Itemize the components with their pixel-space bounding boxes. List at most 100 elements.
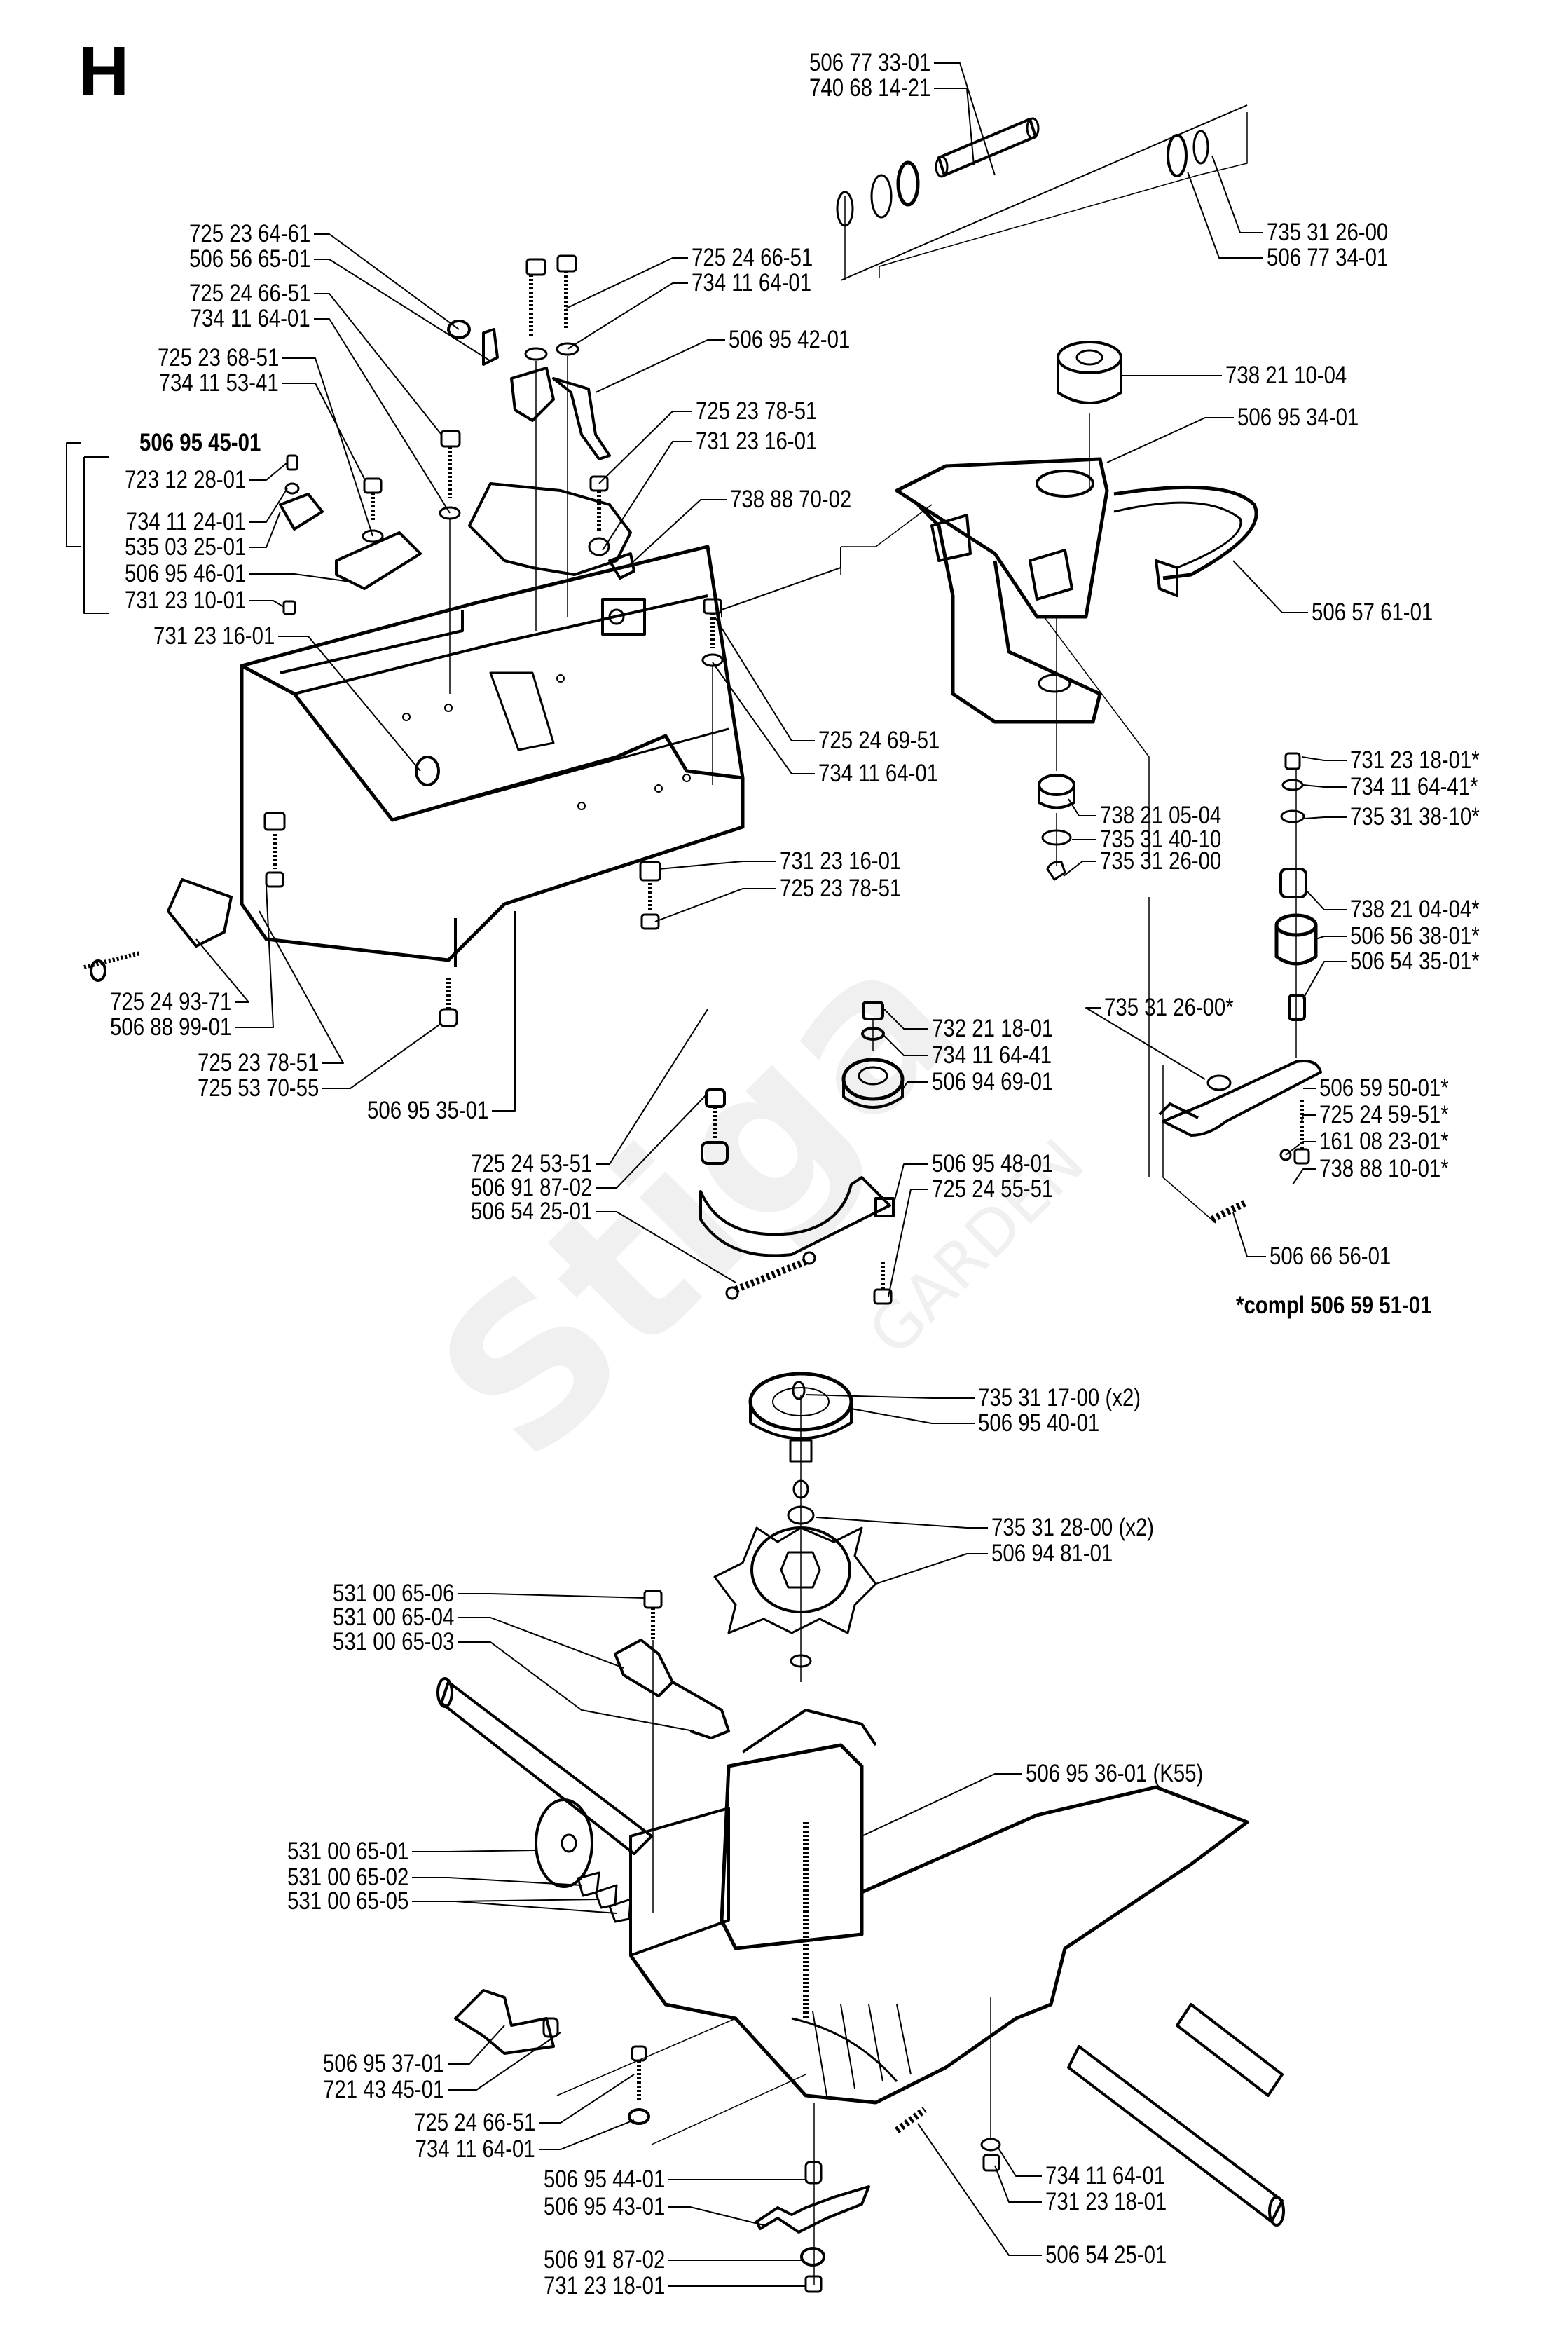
spring-506-54-25-01 (895, 2107, 927, 2133)
pin-assembly (836, 62, 1263, 281)
section-letter: H (78, 32, 130, 111)
part-label-transaxle[interactable]: 506 95 37-01 (322, 2050, 444, 2077)
part-label-top-pin[interactable]: 506 77 34-01 (1267, 244, 1389, 271)
part-label-frame-left[interactable]: 725 53 70-55 (197, 1074, 319, 1102)
part-label-transaxle[interactable]: 506 91 87-02 (543, 2246, 665, 2274)
part-label-lever-kit[interactable]: 506 59 50-01* (1319, 1074, 1449, 1102)
washer-left (870, 174, 893, 219)
part-label-transaxle[interactable]: 506 54 25-01 (1045, 2241, 1167, 2269)
part-label-frame-right[interactable]: 725 24 55-51 (932, 1175, 1054, 1203)
part-label-transaxle[interactable]: 735 31 17-00 (x2) (978, 1384, 1141, 1411)
part-label-frame-right[interactable]: 731 23 16-01 (780, 847, 902, 875)
part-label-frame-left[interactable]: 506 88 99-01 (109, 1013, 231, 1041)
part-label-frame-left[interactable]: 506 91 87-02 (470, 1174, 592, 1201)
part-label-transaxle[interactable]: 531 00 65-06 (332, 1580, 454, 1607)
part-label-yoke[interactable]: 506 57 61-01 (1312, 599, 1433, 626)
part-label-transaxle[interactable]: 721 43 45-01 (322, 2076, 444, 2103)
pin (937, 118, 1037, 177)
part-label-frame-right[interactable]: 731 23 16-01 (696, 428, 818, 455)
part-label-frame-left[interactable]: 723 12 28-01 (124, 466, 246, 493)
part-label-transaxle[interactable]: 506 95 44-01 (543, 2166, 665, 2193)
part-label-lever-kit[interactable]: 506 56 38-01* (1350, 922, 1480, 950)
part-label-frame-right[interactable]: 734 11 64-01 (818, 760, 939, 787)
part-label-lever-kit[interactable]: 735 31 38-10* (1350, 803, 1480, 830)
switch-535-03-25-01 (279, 493, 324, 531)
part-label-transaxle[interactable]: 531 00 65-03 (332, 1628, 454, 1655)
part-label-frame-left[interactable]: 725 23 68-51 (157, 344, 279, 371)
plate-506-95-46-01 (335, 531, 422, 590)
part-label-frame-left[interactable]: 731 23 16-01 (153, 622, 275, 650)
part-label-frame-right[interactable]: 738 88 70-02 (730, 486, 852, 513)
nut (415, 756, 440, 786)
part-label-yoke[interactable]: 506 95 34-01 (1237, 404, 1359, 431)
spring-506-66-56-01 (1210, 1198, 1249, 1223)
part-label-frame-right[interactable]: 506 95 42-01 (729, 326, 851, 353)
part-label-frame-left[interactable]: 725 24 93-71 (109, 988, 231, 1016)
part-label-top-pin[interactable]: 740 68 14-21 (809, 74, 930, 102)
part-label-transaxle[interactable]: 506 95 43-01 (543, 2193, 665, 2220)
part-label-frame-left[interactable]: 725 24 66-51 (188, 280, 310, 307)
bushing (896, 160, 920, 207)
part-label-transaxle[interactable]: 731 23 18-01 (1045, 2188, 1167, 2215)
part-label-yoke[interactable]: 738 21 10-04 (1225, 362, 1347, 389)
part-label-lever-kit[interactable]: 734 11 64-41* (1350, 773, 1478, 800)
part-label-top-pin[interactable]: 506 77 33-01 (809, 49, 930, 76)
part-label-top-pin[interactable]: 735 31 26-00 (1267, 219, 1389, 246)
part-label-frame-right[interactable]: 506 94 69-01 (932, 1068, 1054, 1095)
part-label-frame-left[interactable]: 535 03 25-01 (124, 533, 246, 561)
part-label-frame-right[interactable]: 725 23 78-51 (780, 875, 902, 902)
part-label-transaxle[interactable]: 506 94 81-01 (991, 1540, 1113, 1567)
part-label-lever-kit[interactable]: 738 88 10-01* (1319, 1155, 1449, 1182)
part-label-frame-left[interactable]: 725 24 53-51 (470, 1150, 592, 1177)
part-label-frame-left[interactable]: 506 95 46-01 (124, 560, 246, 587)
part-label-frame-right[interactable]: 725 23 78-51 (696, 397, 818, 425)
part-label-transaxle[interactable]: 531 00 65-02 (287, 1864, 408, 1891)
part-label-frame-left[interactable]: 506 56 65-01 (188, 245, 310, 273)
part-label-transaxle[interactable]: 531 00 65-05 (287, 1887, 408, 1915)
part-label-lever-kit[interactable]: 738 21 04-04* (1350, 896, 1480, 923)
part-label-lever-kit[interactable]: 725 24 59-51* (1319, 1101, 1449, 1128)
part-label-yoke[interactable]: 735 31 26-00 (1100, 847, 1222, 875)
front-frame (240, 482, 745, 967)
part-label-transaxle[interactable]: 506 95 36-01 (K55) (1026, 1760, 1204, 1787)
pulley-506-94-69-01 (841, 1058, 905, 1101)
part-label-transaxle[interactable]: 506 95 40-01 (978, 1409, 1100, 1437)
nipple-738-88-70-02 (608, 552, 635, 580)
lever-506-95-43-01 (755, 2185, 870, 2234)
part-label-transaxle[interactable]: 725 24 66-51 (413, 2109, 535, 2136)
bracket-506-95-37-01 (454, 1989, 555, 2055)
part-label-frame-left[interactable]: 725 23 78-51 (197, 1049, 319, 1076)
part-label-frame-right[interactable]: 506 95 48-01 (932, 1150, 1054, 1177)
part-label-frame-right[interactable]: 732 21 18-01 (932, 1015, 1054, 1042)
part-label-frame-right[interactable]: 725 24 66-51 (692, 244, 813, 271)
part-label-frame-right[interactable]: 734 11 64-01 (692, 269, 812, 296)
part-label-lever-kit[interactable]: 731 23 18-01* (1350, 746, 1480, 774)
bracket-531-00-65-04 (614, 1639, 674, 1697)
part-label-frame-left[interactable]: 734 11 64-01 (190, 305, 310, 332)
part-label-transaxle[interactable]: 735 31 28-00 (x2) (991, 1514, 1155, 1541)
part-label-frame-left[interactable]: 731 23 10-01 (124, 587, 246, 614)
part-label-frame-left[interactable]: 506 95 45-01 (139, 429, 261, 456)
part-label-lever-kit[interactable]: *compl 506 59 51-01 (1236, 1292, 1432, 1319)
part-label-frame-left[interactable]: 725 23 64-61 (188, 220, 310, 247)
bolt (524, 258, 548, 631)
part-label-frame-left[interactable]: 506 95 35-01 (366, 1097, 488, 1124)
lever-531-00-65-03 (672, 1681, 730, 1739)
part-label-frame-right[interactable]: 725 24 69-51 (818, 727, 940, 754)
part-label-frame-left[interactable]: 734 11 24-01 (125, 508, 246, 535)
part-label-lever-kit[interactable]: 506 66 56-01 (1270, 1243, 1391, 1270)
part-label-frame-left[interactable]: 734 11 53-41 (158, 369, 279, 397)
part-label-lever-kit[interactable]: 506 54 35-01* (1350, 948, 1480, 975)
part-label-transaxle[interactable]: 734 11 64-01 (1045, 2162, 1166, 2189)
part-label-frame-left[interactable]: 506 54 25-01 (470, 1198, 592, 1225)
part-label-transaxle[interactable]: 731 23 18-01 (543, 2272, 665, 2299)
part-label-lever-kit[interactable]: 161 08 23-01* (1319, 1128, 1449, 1155)
part-label-frame-right[interactable]: 734 11 64-41 (932, 1041, 1052, 1069)
part-label-transaxle[interactable]: 531 00 65-04 (332, 1604, 454, 1631)
bracket-506-88-99-01 (167, 878, 233, 948)
part-label-yoke[interactable]: 738 21 05-04 (1100, 802, 1222, 829)
part-label-lever-kit[interactable]: 735 31 26-00* (1104, 994, 1234, 1021)
part-label-transaxle[interactable]: 734 11 64-01 (415, 2135, 535, 2163)
part-label-transaxle[interactable]: 531 00 65-01 (287, 1838, 408, 1865)
part-label-yoke[interactable]: 735 31 40-10 (1100, 826, 1222, 853)
